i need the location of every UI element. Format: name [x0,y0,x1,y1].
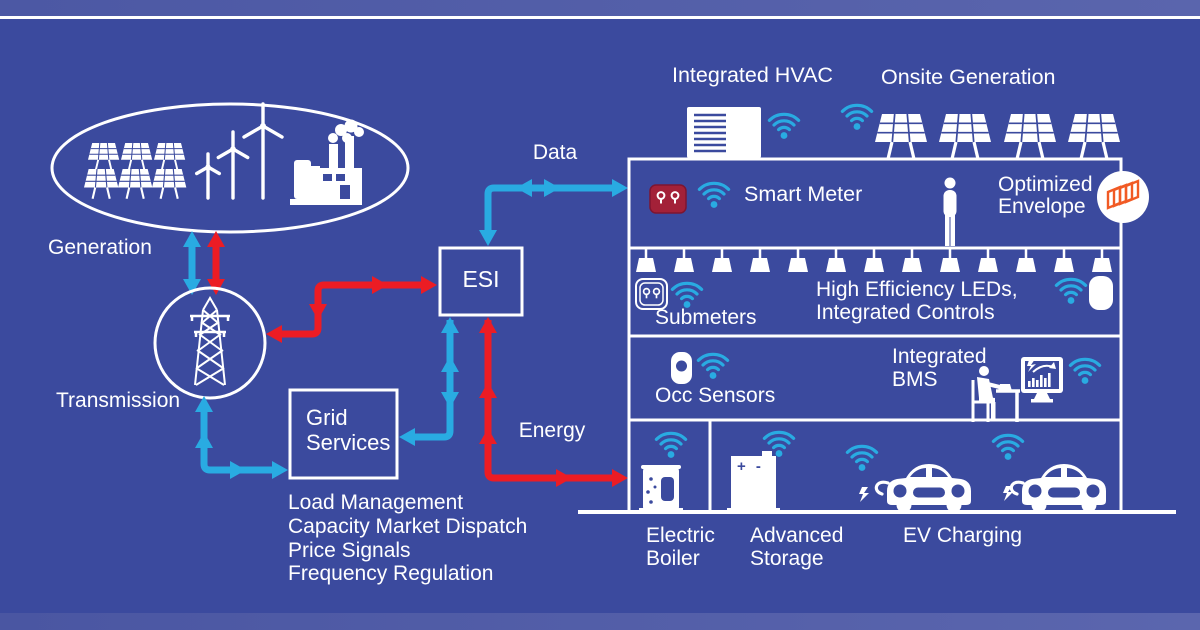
transmission-circle [153,286,267,400]
integrated-bms-label: Integrated BMS [892,345,987,391]
energy-arrow [479,317,628,487]
electric-car-icon [1009,462,1108,515]
electric-boiler-label: Electric Boiler [646,524,715,570]
wind-turbine-icon [195,102,284,200]
esi-gridservices-arrow [399,317,459,446]
submeter-outlet-icon [635,278,668,310]
power-plant-icon [290,119,364,205]
rooftop-solar-icons [873,112,1122,161]
transmission-gridservices-arrow [195,396,288,479]
data-arrow [479,179,628,246]
battery-storage-icon [727,451,780,513]
electric-boiler-icon [639,465,683,513]
generation-transmission-energy-arrow [207,231,225,295]
ev-charging-label: EV Charging [903,524,1023,547]
top-band-divider [0,16,1200,19]
occ-sensors-label: Occ Sensors [655,384,776,407]
transmission-tower-icon [190,296,230,386]
transmission-label: Transmission [56,389,181,412]
led-pendant-light-icons [634,247,1114,274]
battery-terminals-label: + - [737,458,764,475]
top-band [0,0,1200,16]
charging-bolt-icon [859,487,869,502]
smart-meter-label: Smart Meter [744,182,863,206]
generation-label: Generation [48,236,152,259]
generation-transmission-data-arrow [183,231,201,295]
note-capacity-market: Capacity Market Dispatch [288,514,528,538]
person-at-desk-icon [971,366,1020,422]
solar-farm-icon [82,142,188,200]
submeters-label: Submeters [655,306,757,329]
optimized-envelope-icon [1097,171,1149,223]
integrated-hvac-label: Integrated HVAC [672,63,833,87]
transmission-esi-arrow [266,276,437,343]
note-price-signals: Price Signals [288,538,411,562]
optimized-envelope-label: Optimized Envelope [998,173,1093,218]
onsite-generation-label: Onsite Generation [881,65,1056,89]
person-icon [943,177,957,246]
grid-services-box [288,388,399,480]
bms-monitor-icon [1021,357,1063,403]
smart-meter-outlet-icon [649,184,687,214]
esi-label: ESI [462,266,500,292]
note-load-management: Load Management [288,491,464,514]
esi-box [438,246,524,317]
grid-services-label: Grid Services [306,405,391,455]
bottom-band [0,613,1200,630]
electric-car-icon [874,462,973,515]
occupancy-sensor-icon [671,352,692,384]
generation-ellipse [50,102,410,234]
grid-services-notes: Load Management Capacity Market Dispatch… [288,491,527,586]
leds-controls-label: High Efficiency LEDs, Integrated Control… [816,278,1018,324]
thermostat-icon [1089,276,1113,310]
note-frequency-regulation: Frequency Regulation [288,562,494,586]
advanced-storage-label: Advanced Storage [750,524,844,570]
hvac-unit-icon [687,107,761,158]
energy-label: Energy [518,419,586,442]
data-label: Data [532,141,578,164]
